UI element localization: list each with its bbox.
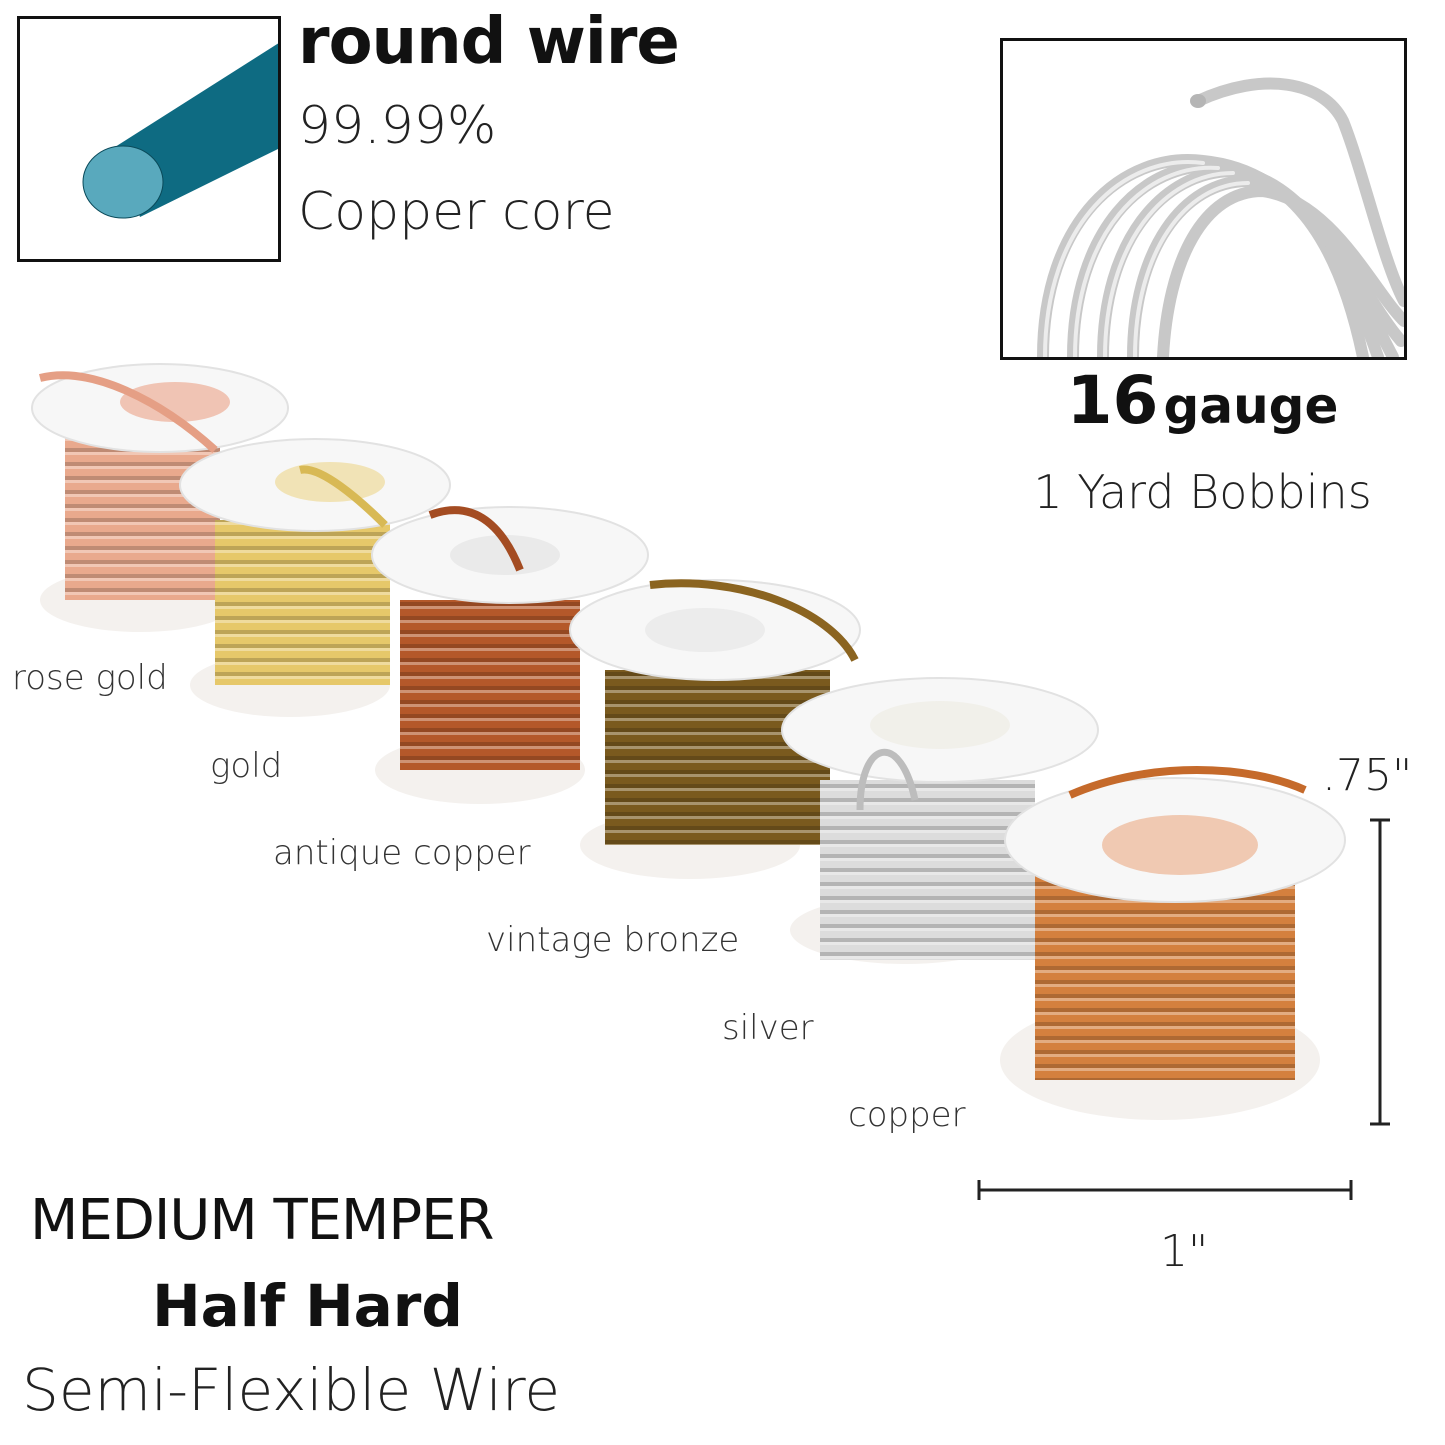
bobbin-length: 1 Yard Bobbins: [1033, 465, 1372, 519]
spool-antique-copper: [371, 506, 649, 804]
temper-title: MEDIUM TEMPER: [30, 1188, 494, 1253]
wire-profile-panel: [17, 16, 282, 262]
height-dimension: .75": [1322, 750, 1413, 801]
profile-title: round wire: [298, 5, 680, 79]
gauge-label: 16 gauge: [1000, 368, 1405, 434]
spools-illustration: [31, 363, 1346, 1120]
spool-gold: [179, 438, 451, 717]
core-text: Copper core: [298, 182, 615, 242]
width-bracket: [977, 1180, 1353, 1200]
spool-label-copper: copper: [848, 1095, 966, 1135]
spool-copper: [1000, 766, 1346, 1120]
gauge-unit: gauge: [1163, 377, 1339, 435]
spool-rose-gold: [31, 363, 289, 632]
height-bracket: [1370, 818, 1390, 1126]
spool-label-gold: gold: [210, 746, 283, 786]
width-dimension: 1": [1160, 1226, 1209, 1277]
spool-vintage-bronze: [569, 579, 861, 879]
coil-photo-panel: [1000, 38, 1410, 363]
spool-label-rose-gold: rose gold: [12, 658, 168, 698]
gauge-number: 16: [1066, 362, 1159, 439]
spool-label-vintage-bronze: vintage bronze: [486, 920, 740, 960]
purity-text: 99.99%: [298, 96, 497, 156]
spool-silver: [781, 677, 1099, 964]
round-wire-icon: [82, 41, 282, 219]
hardness-title: Half Hard: [152, 1272, 463, 1340]
wire-coil-image: [1037, 77, 1410, 363]
spool-label-antique-copper: antique copper: [273, 833, 531, 873]
spool-label-silver: silver: [722, 1008, 814, 1048]
flexibility-title: Semi-Flexible Wire: [22, 1356, 561, 1424]
